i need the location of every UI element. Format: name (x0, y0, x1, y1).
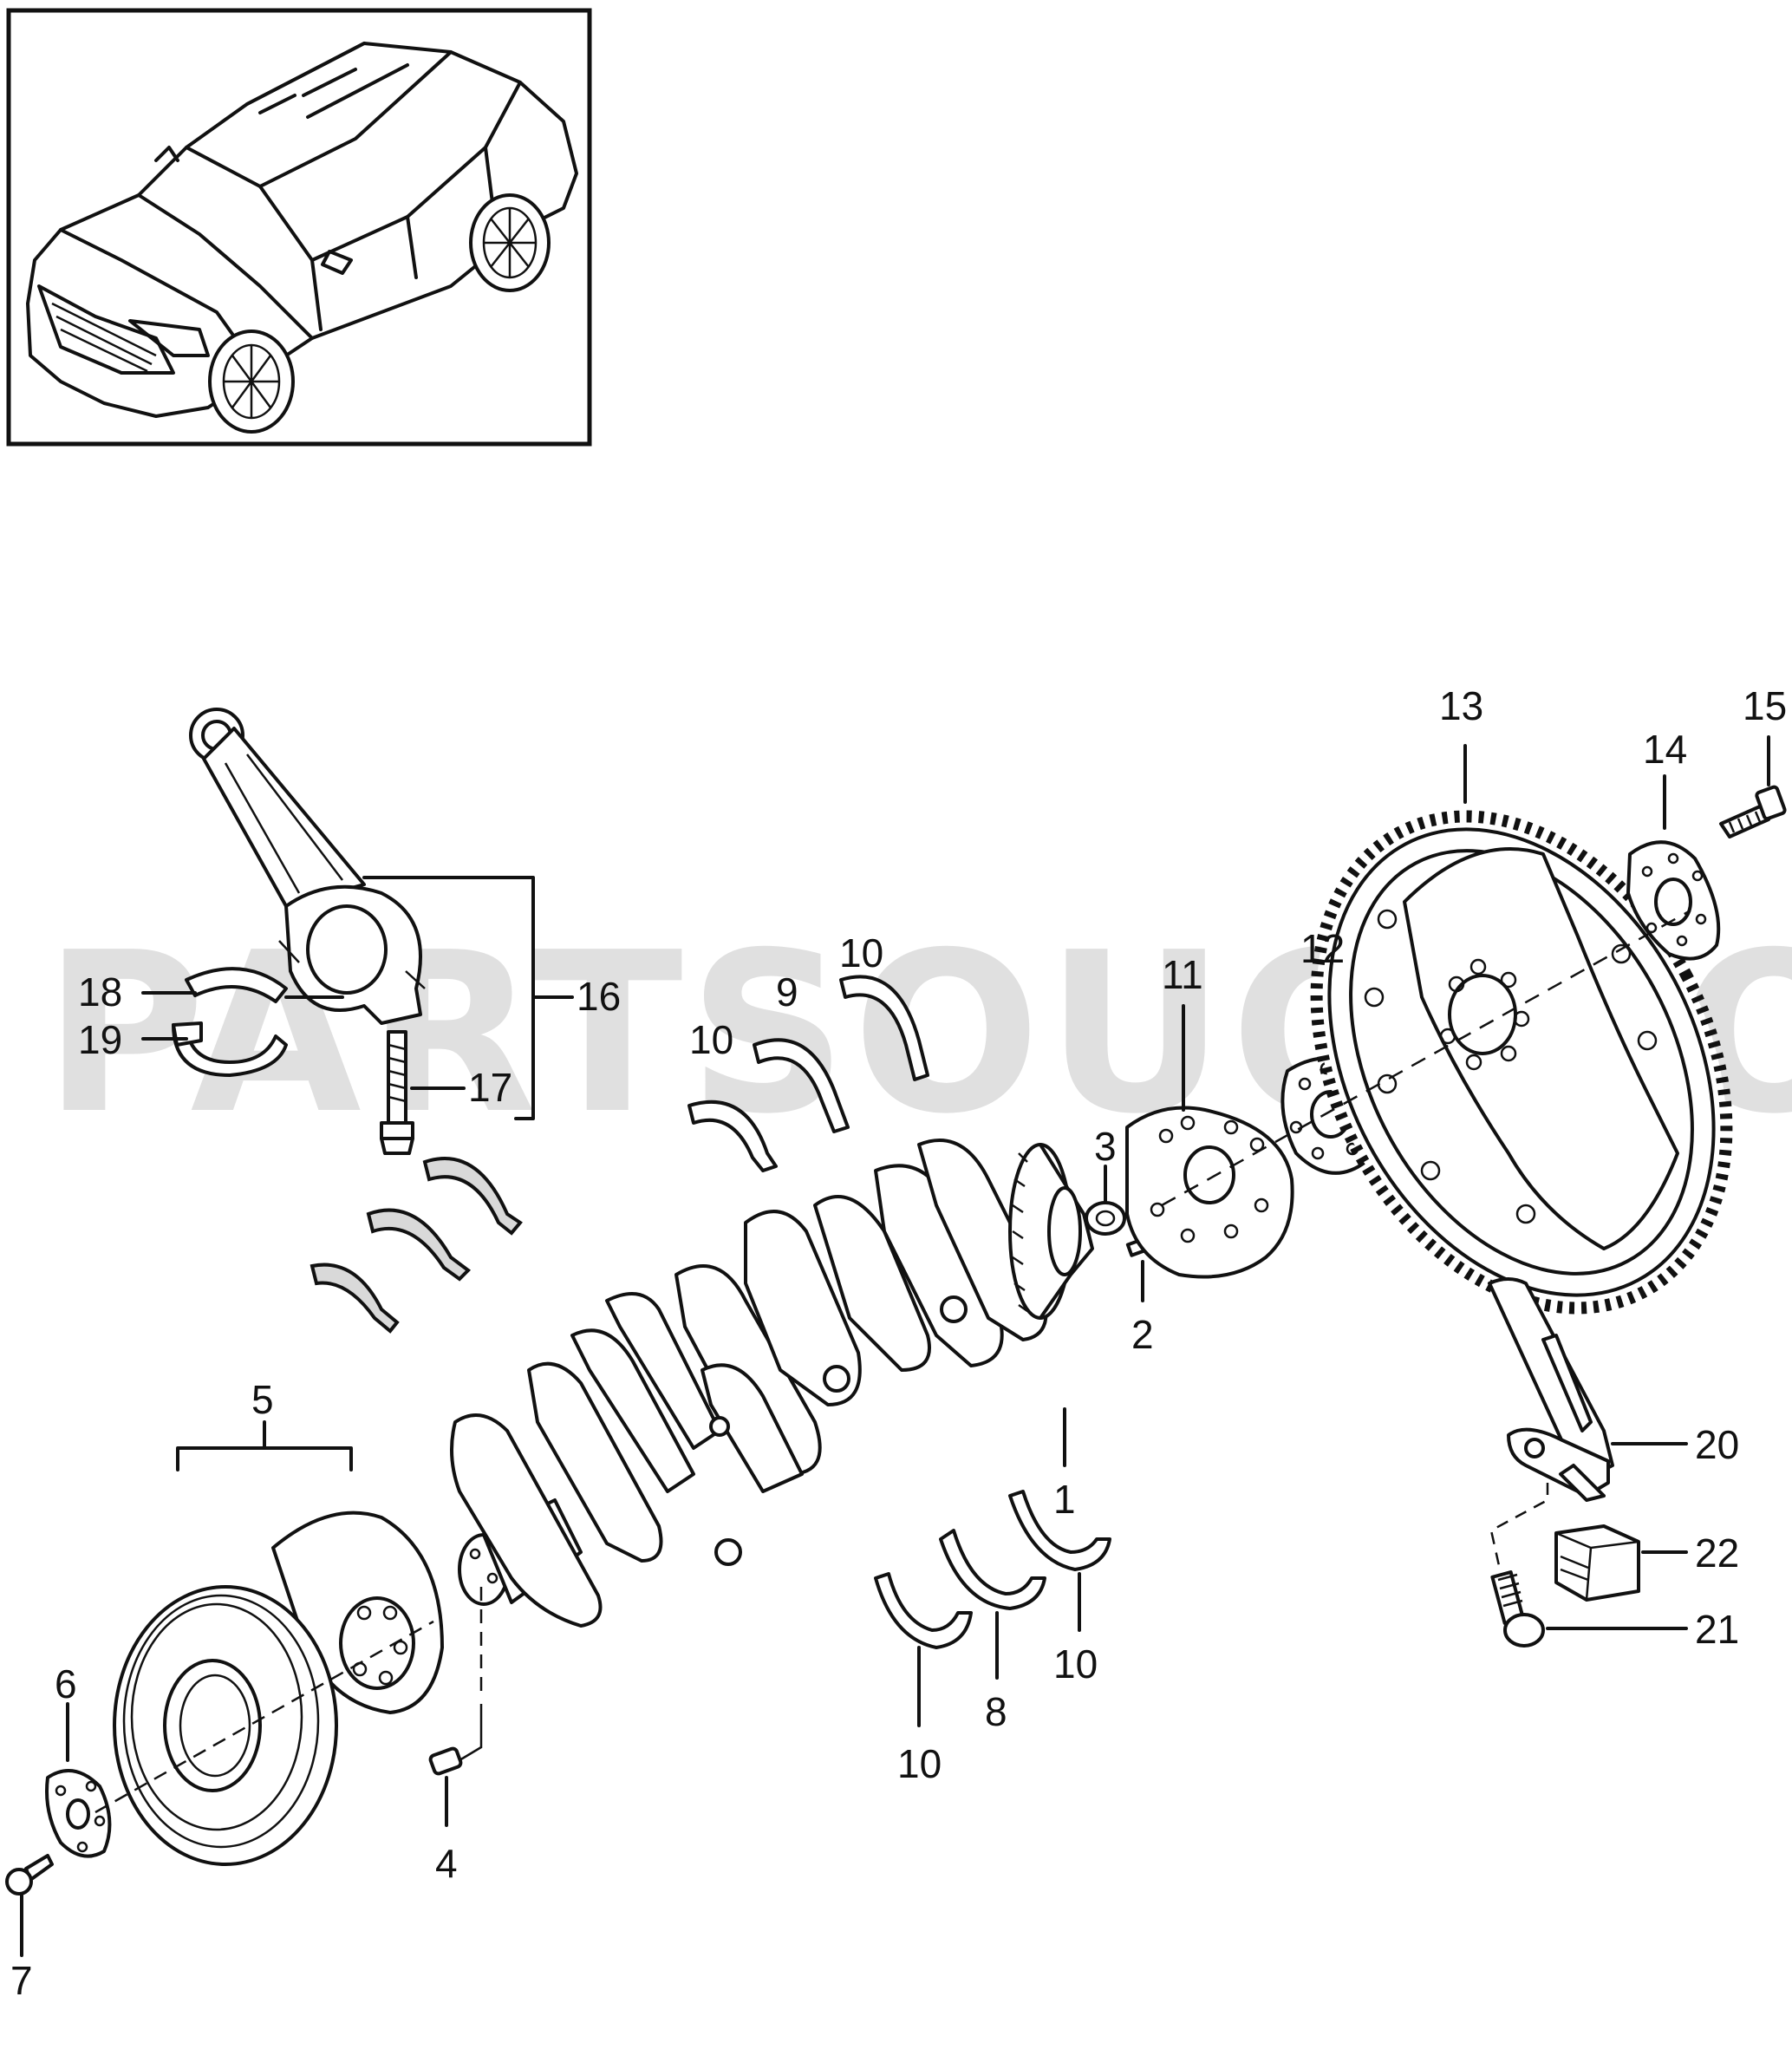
callout-15: 15 (1743, 683, 1787, 728)
callout-17: 17 (468, 1065, 512, 1110)
callout-labels: 1 2 3 4 5 6 7 8 9 10 10 10 10 11 12 13 1… (10, 683, 1787, 2003)
dowel-sleeve (428, 1704, 483, 1827)
callout-3: 3 (1094, 1124, 1117, 1169)
callout-2: 2 (1131, 1312, 1154, 1357)
callout-8: 8 (985, 1689, 1007, 1734)
callout-10-top-right: 10 (839, 930, 883, 976)
pressure-plate-14 (1626, 774, 1721, 961)
callout-18: 18 (78, 969, 122, 1015)
callout-13: 13 (1439, 683, 1483, 728)
callout-6: 6 (55, 1661, 77, 1706)
callout-12: 12 (1300, 926, 1345, 971)
rear-wheel (469, 193, 551, 292)
callout-4: 4 (435, 1841, 458, 1886)
crankshaft-sensor-assembly (1488, 1277, 1688, 1648)
callout-16: 16 (577, 974, 621, 1019)
callout-14: 14 (1643, 727, 1687, 772)
drive-plate-11 (1125, 1004, 1294, 1279)
rod-bearing-lower (172, 1021, 288, 1077)
callout-7: 7 (10, 1958, 33, 2003)
callout-11: 11 (1162, 952, 1203, 997)
callout-10-bottom-right: 10 (1053, 1641, 1098, 1687)
connecting-rod (189, 708, 426, 1025)
main-bearing-shells-lower (874, 1490, 1111, 1727)
connecting-rod-assembly (141, 708, 574, 1155)
pilot-bush (1085, 1165, 1126, 1236)
callout-9: 9 (776, 969, 798, 1015)
vibration-damper-assembly (5, 1420, 444, 1957)
callout-10-top-left: 10 (689, 1017, 733, 1062)
callout-19: 19 (78, 1017, 122, 1062)
callout-22: 22 (1695, 1530, 1739, 1576)
callout-20: 20 (1695, 1422, 1739, 1467)
pulley (113, 1585, 338, 1866)
rod-bolt (380, 1030, 414, 1155)
crankshaft (450, 1139, 1154, 1700)
vehicle-thumbnail (6, 8, 592, 447)
ring-gear-flywheel (1310, 744, 1733, 1315)
flywheel-bolt (1719, 735, 1787, 839)
main-bearing-shells-upper (310, 1157, 523, 1334)
main-bearing-shells-9-10 (687, 975, 929, 1172)
rod-bearing-upper (185, 967, 288, 1003)
callout-1: 1 (1053, 1477, 1076, 1522)
callout-10-bottom-left: 10 (897, 1741, 942, 1786)
callout-5: 5 (251, 1377, 274, 1422)
callout-21: 21 (1695, 1607, 1739, 1652)
front-wheel (208, 330, 295, 434)
suv-illustration (26, 42, 578, 434)
